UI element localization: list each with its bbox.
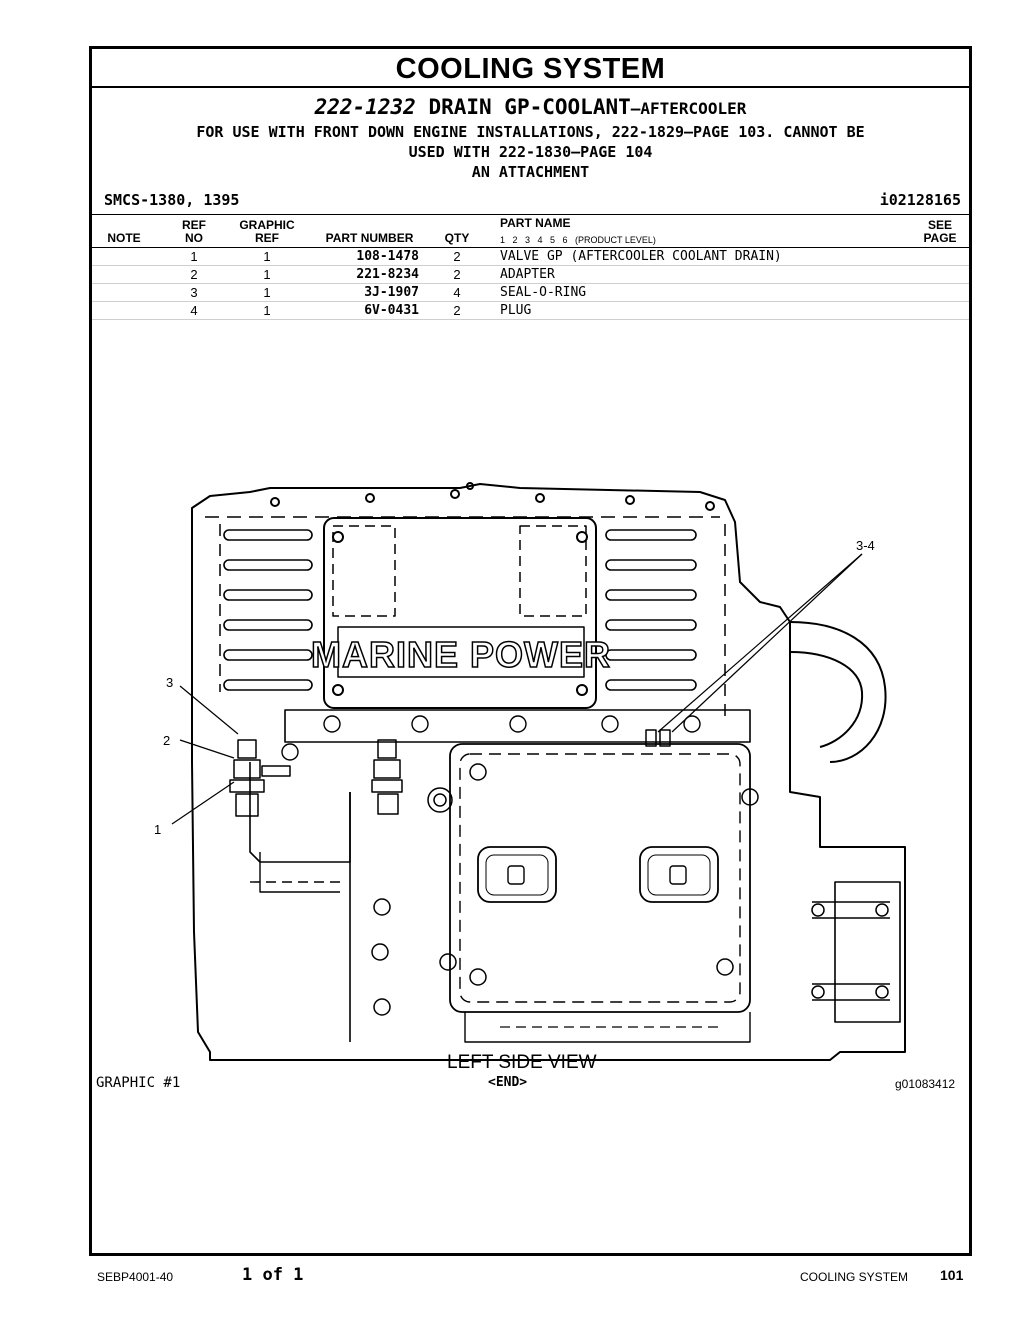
part-number[interactable]: 221-8234 (356, 267, 419, 282)
smcs-codes: SMCS-1380, 1395 (104, 191, 240, 209)
marine-power-plate: MARINE POWER (311, 634, 611, 675)
graphic-ref: 1 (263, 267, 271, 282)
ref-no: 2 (190, 267, 198, 282)
ref-no: 3 (190, 285, 198, 300)
footer-section: COOLING SYSTEM (800, 1270, 909, 1284)
qty: 2 (453, 249, 461, 264)
header-divider (92, 214, 969, 215)
page-frame: COOLING SYSTEM 222-1232 DRAIN GP-COOLANT… (89, 46, 972, 1256)
part-name: PLUG (500, 303, 532, 318)
col-ref-no-top: REF (182, 218, 206, 232)
col-note: NOTE (107, 231, 141, 245)
part-name: ADAPTER (500, 267, 555, 282)
col-graphic-ref-bottom: REF (255, 231, 279, 245)
end-marker: <END> (488, 1075, 528, 1090)
part-name: VALVE GP (AFTERCOOLER COOLANT DRAIN) (500, 249, 782, 264)
part-name: SEAL-O-RING (500, 285, 587, 300)
col-part-number: PART NUMBER (325, 231, 414, 245)
ref-no: 1 (190, 249, 198, 264)
qty: 4 (453, 285, 461, 300)
table-row: 2 1 221-8234 2 ADAPTER (92, 265, 969, 284)
col-product-level: 1 2 3 4 5 6 (PRODUCT LEVEL) (500, 235, 656, 245)
col-ref-no-bottom: NO (185, 231, 203, 245)
ref-no: 4 (190, 303, 198, 318)
table-header-divider (92, 247, 969, 248)
footer-page-of: 1 of 1 (242, 1265, 304, 1285)
graphic-ref: 1 (263, 285, 271, 300)
section-title-bar: COOLING SYSTEM (92, 49, 969, 88)
table-row: 4 1 6V-0431 2 PLUG (92, 301, 969, 320)
engine-left-side-illustration: MARINE POWER 3-4 3 2 1 (154, 482, 906, 1061)
part-number[interactable]: 108-1478 (356, 249, 419, 264)
table-row: 1 1 108-1478 2 VALVE GP (AFTERCOOLER COO… (92, 247, 969, 266)
col-see-page-top: SEE (927, 218, 952, 232)
part-number[interactable]: 6V-0431 (364, 303, 419, 318)
col-part-name: PART NAME (500, 216, 571, 230)
qty: 2 (453, 267, 461, 282)
footer-doc-code: SEBP4001-40 (97, 1270, 174, 1284)
description-line-2: USED WITH 222-1830—PAGE 104 (408, 143, 653, 161)
graphic-label: GRAPHIC #1 (96, 1075, 181, 1091)
col-qty: QTY (444, 231, 470, 245)
footer-page-number: 101 (940, 1267, 964, 1283)
view-caption: LEFT SIDE VIEW (447, 1052, 597, 1073)
description-line-1: FOR USE WITH FRONT DOWN ENGINE INSTALLAT… (196, 123, 865, 141)
qty: 2 (453, 303, 461, 318)
part-group-suffix: —AFTERCOOLER (630, 99, 747, 118)
document-id: i02128165 (879, 191, 961, 209)
graphic-ref: 1 (263, 249, 271, 264)
col-graphic-ref-top: GRAPHIC (239, 218, 295, 232)
part-number[interactable]: 3J-1907 (364, 285, 419, 300)
part-group-title: 222-1232 DRAIN GP-COOLANT—AFTERCOOLER (92, 95, 969, 119)
col-see-page-bottom: PAGE (923, 231, 957, 245)
part-group-number: 222-1232 (314, 95, 416, 119)
graphic-ref: 1 (263, 303, 271, 318)
table-row: 3 1 3J-1907 4 SEAL-O-RING (92, 283, 969, 302)
description-line-3: AN ATTACHMENT (471, 163, 590, 181)
callout-2: 2 (163, 733, 170, 748)
callout-3-4: 3-4 (856, 538, 875, 553)
part-group-name: DRAIN GP-COOLANT (428, 95, 631, 119)
callout-1: 1 (154, 822, 161, 837)
callout-3: 3 (166, 675, 173, 690)
graphic-id: g01083412 (895, 1077, 956, 1091)
section-title: COOLING SYSTEM (395, 53, 666, 85)
